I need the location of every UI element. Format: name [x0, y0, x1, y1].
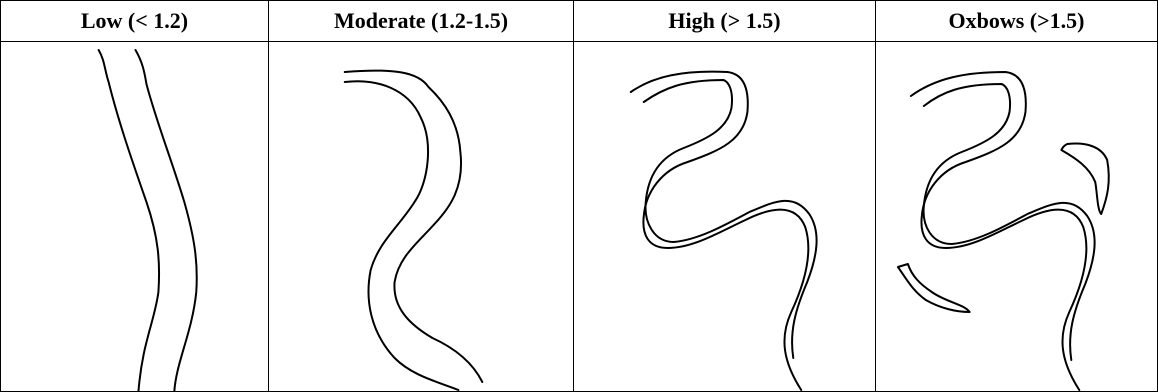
cell-low [0, 41, 269, 392]
moderate-sinuosity-river-icon [343, 69, 484, 391]
river-bank-inner [642, 79, 818, 359]
header-high: High (> 1.5) [573, 0, 876, 42]
header-moderate: Moderate (1.2-1.5) [268, 0, 574, 42]
cell-high [573, 41, 876, 392]
river-bank-outer [629, 70, 810, 391]
river-bank-outer [909, 71, 1088, 391]
cell-moderate [268, 41, 574, 392]
header-oxbows: Oxbows (>1.5) [875, 0, 1158, 42]
high-sinuosity-river-icon [629, 70, 818, 391]
oxbow-lake-left [896, 263, 971, 313]
oxbow-lakes-river-icon [896, 71, 1110, 391]
low-sinuosity-river-icon [97, 49, 198, 391]
river-bank-right [134, 49, 198, 391]
river-bank-outer [343, 80, 460, 391]
river-bank-inner [922, 83, 1096, 361]
drawing-row [0, 41, 1158, 392]
oxbow-lake-right [1060, 142, 1110, 215]
river-bank-inner [343, 69, 484, 383]
header-row: Low (< 1.2) Moderate (1.2-1.5) High (> 1… [0, 0, 1158, 42]
header-low: Low (< 1.2) [0, 0, 269, 42]
cell-oxbows [875, 41, 1158, 392]
river-bank-left [97, 49, 161, 391]
